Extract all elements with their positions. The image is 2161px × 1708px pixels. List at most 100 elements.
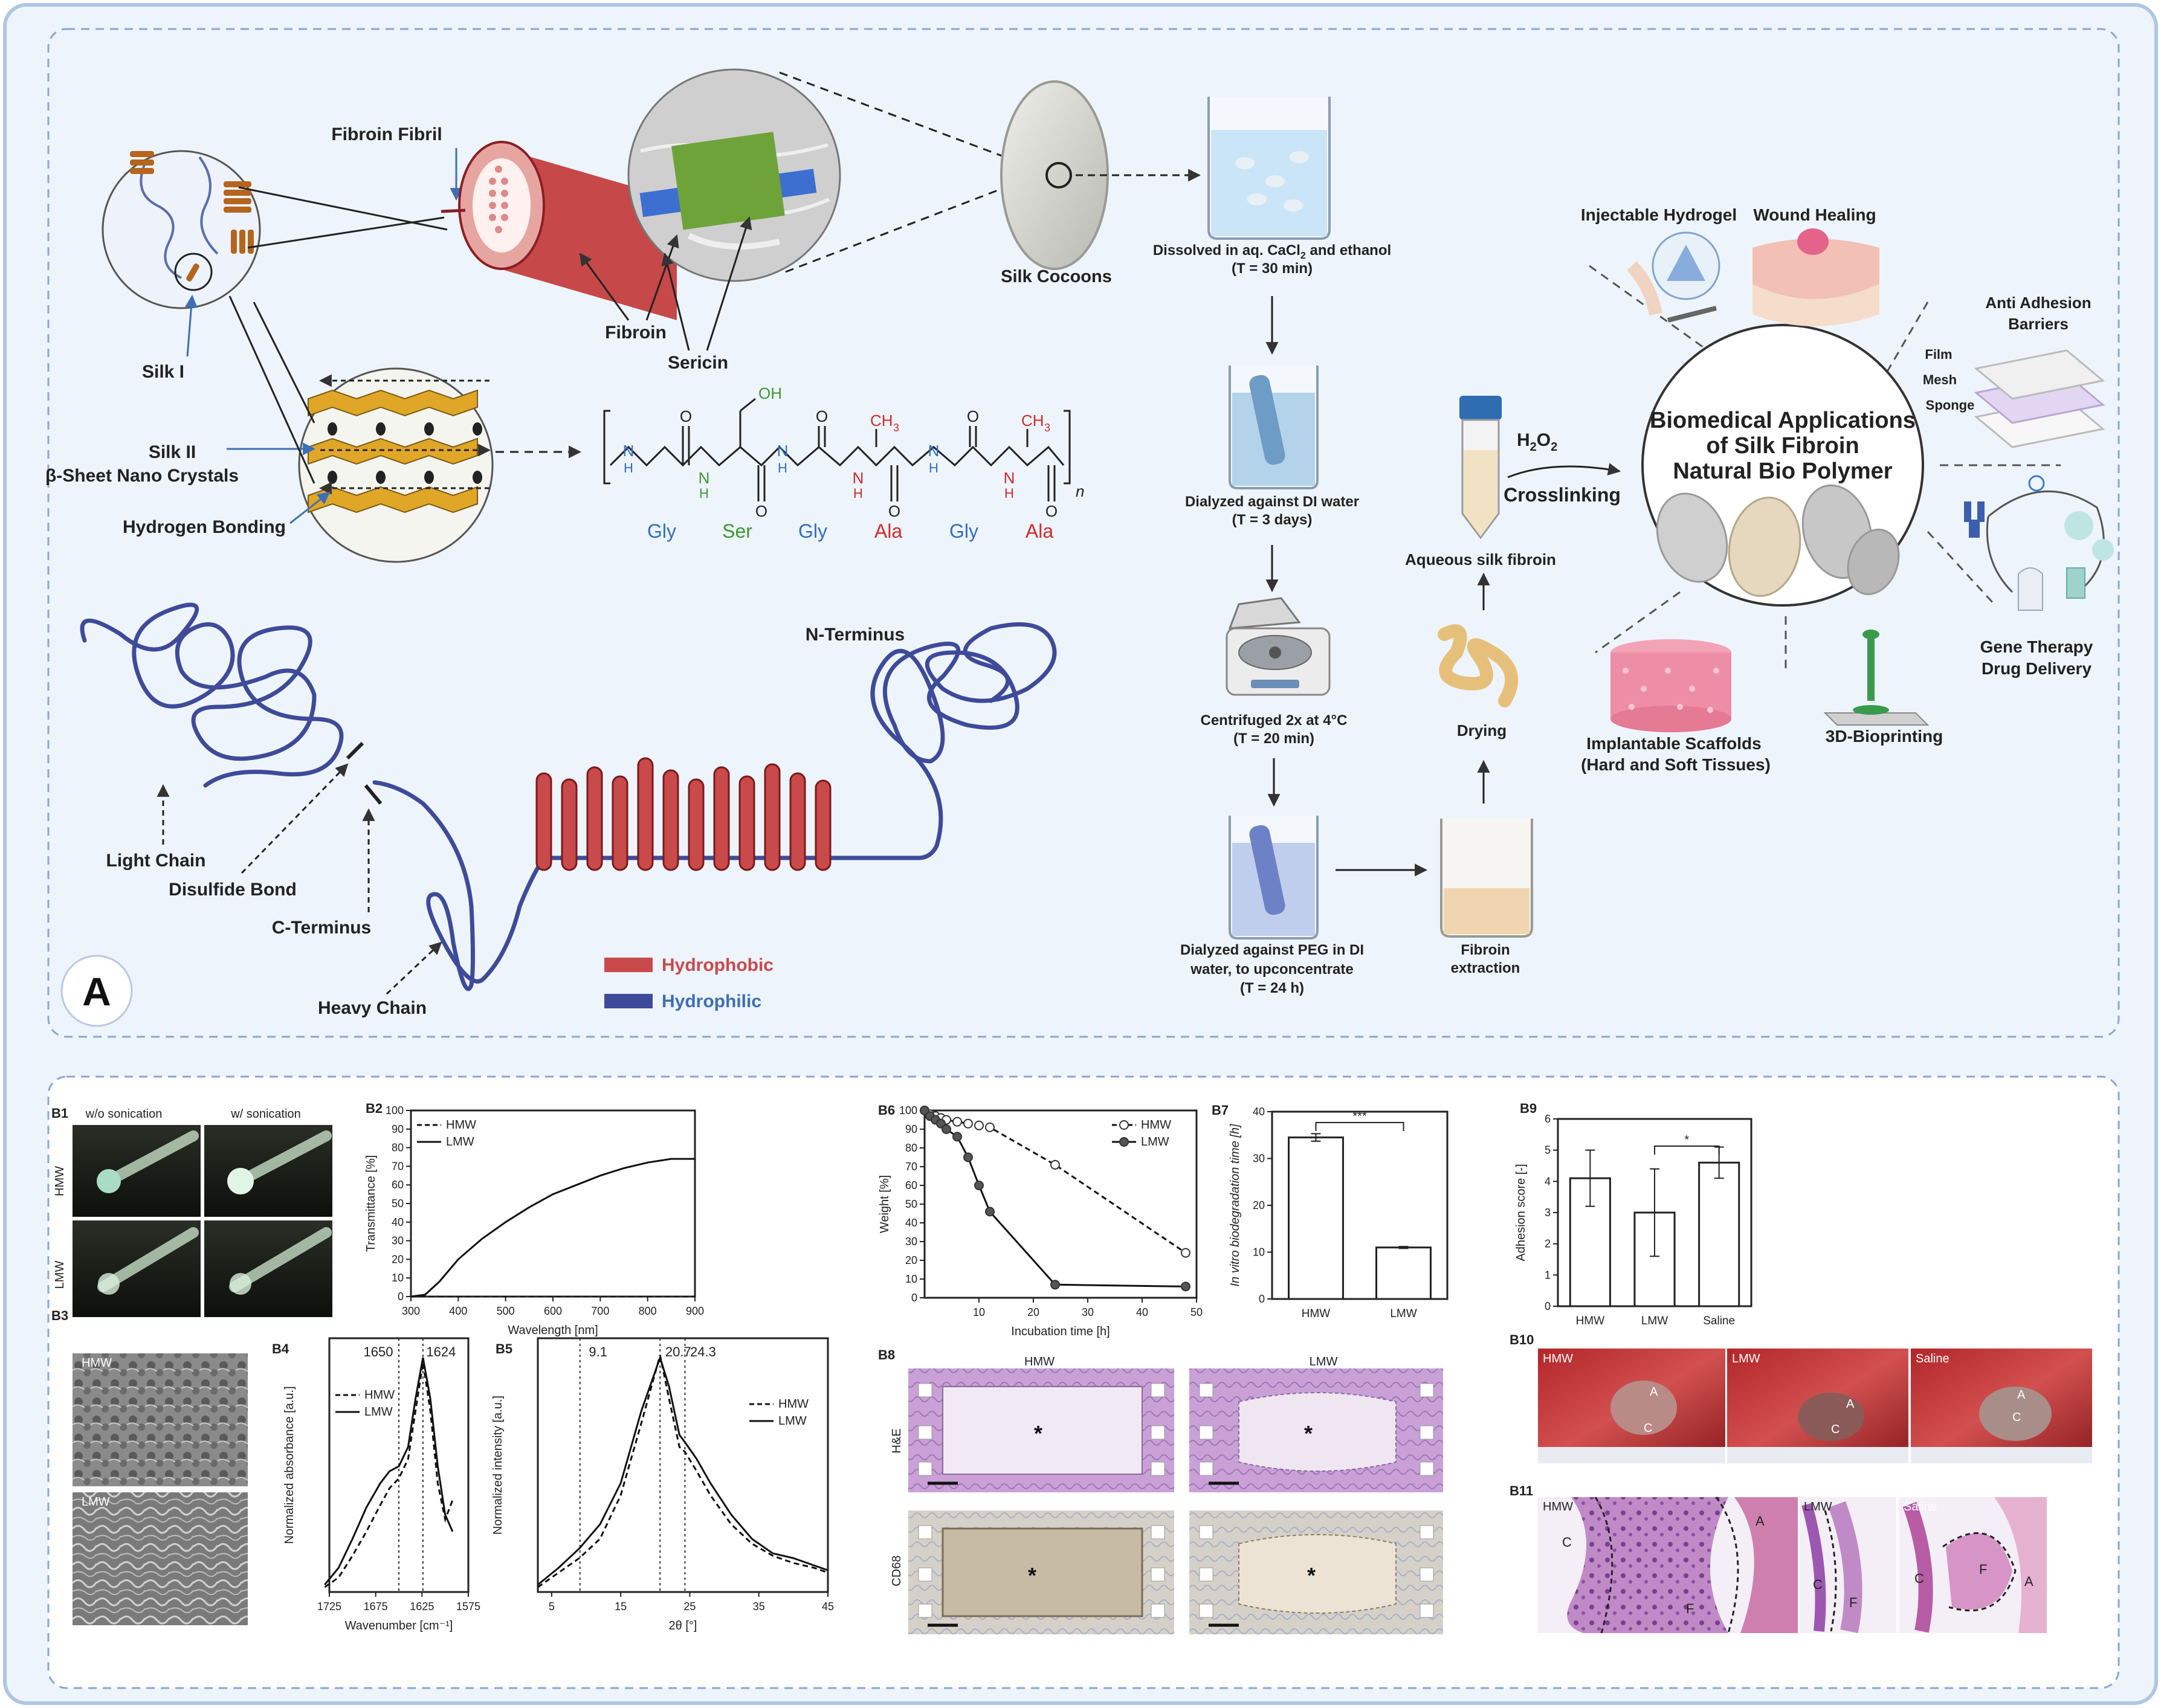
data-point-lmw — [985, 1207, 995, 1217]
y-tick-label: 0 — [1259, 1293, 1265, 1305]
x-tick-label: 50 — [1190, 1306, 1203, 1318]
b10-label: B10 — [1510, 1332, 1534, 1347]
b10-a1: A — [1650, 1385, 1658, 1399]
b10-c3: C — [2012, 1411, 2021, 1424]
b11-f3: F — [1979, 1562, 1987, 1577]
x-tick-label: 800 — [639, 1305, 657, 1317]
x-tick-label: 900 — [686, 1305, 704, 1317]
b1-row2: LMW — [53, 1261, 66, 1289]
residue-gly-2: Gly — [798, 520, 827, 542]
svg-text:O: O — [755, 502, 767, 520]
b3-sem-lmw — [73, 1492, 248, 1625]
step3-line1: Centrifuged 2x at 4°C — [1201, 712, 1348, 729]
svg-text:CH: CH — [870, 411, 893, 430]
b8-star-3: * — [1028, 1563, 1036, 1588]
y-tick-label: 70 — [905, 1161, 917, 1173]
legend-hydrophilic-swatch — [604, 994, 653, 1008]
panel-a: Silk I Fibroin Fibril Fibro — [45, 68, 2114, 1027]
cocoon-illustration — [1000, 80, 1109, 270]
hydrophobic-blocks — [535, 757, 832, 871]
svg-text:N: N — [777, 442, 789, 460]
y-tick-label: 3 — [1545, 1207, 1551, 1219]
c-terminus-label: C-Terminus — [272, 918, 371, 938]
y-tick-label: 40 — [905, 1217, 917, 1229]
bioprinter-icon — [1823, 630, 1930, 726]
residue-ala-3: Ala — [874, 520, 902, 542]
b1-col2: w/ sonication — [230, 1107, 301, 1121]
step2-line2: (T = 3 days) — [1232, 512, 1313, 528]
y-tick-label: 80 — [392, 1142, 404, 1154]
step5-line1: Fibroin — [1461, 942, 1510, 958]
svg-text:N: N — [928, 442, 940, 460]
b5-ylabel: Normalized intensity [a.u.] — [491, 1396, 505, 1535]
svg-text:3: 3 — [893, 422, 899, 434]
b10-a3: A — [2017, 1388, 2026, 1402]
step5-line2: extraction — [1451, 960, 1520, 976]
beaker-4 — [1229, 816, 1319, 939]
b11-a1: A — [1756, 1513, 1765, 1529]
series-lmw — [410, 1158, 695, 1298]
app-bioprint-label: 3D-Bioprinting — [1826, 727, 1943, 746]
dried-fibroin-icon — [1438, 624, 1519, 707]
b11-c2: C — [1813, 1577, 1823, 1592]
b10-c2: C — [1831, 1423, 1840, 1436]
series-lmw — [537, 1355, 829, 1586]
disulfide-bond-label: Disulfide Bond — [169, 880, 297, 900]
x-tick-label: 500 — [497, 1305, 515, 1317]
centrifuge — [1226, 597, 1331, 696]
center-line1: Biomedical Applications — [1650, 408, 1916, 433]
y-tick-label: 30 — [392, 1235, 404, 1247]
svg-text:O: O — [888, 502, 900, 520]
beta-sheet-label: β-Sheet Nano Crystals — [45, 466, 239, 486]
y-tick-label: 40 — [392, 1216, 404, 1228]
x-tick-label: 1675 — [364, 1600, 388, 1613]
legend-label-hmw: HMW — [446, 1118, 476, 1132]
silk-i-label: Silk I — [142, 362, 184, 382]
x-tick-label: 45 — [822, 1600, 834, 1613]
series-lmw — [324, 1357, 454, 1585]
residue-gly-0: Gly — [647, 520, 676, 542]
y-tick-label: 1 — [1545, 1269, 1551, 1281]
drying-label: Drying — [1457, 721, 1507, 740]
step1-line1: Dissolved in aq. CaCl2 and ethanol — [1153, 242, 1391, 261]
panel-b: B1 w/o sonication w/ sonication HMW LMW … — [51, 1101, 2092, 1634]
b2-label: B2 — [366, 1101, 383, 1116]
app-scaffold-line1: Implantable Scaffolds — [1586, 734, 1761, 753]
x-category-label: Saline — [1703, 1315, 1735, 1327]
x-tick-label: 700 — [591, 1305, 609, 1317]
x-tick-label: 40 — [1136, 1306, 1148, 1318]
b6-ylabel: Weight [%] — [878, 1175, 891, 1233]
b11-histology — [1538, 1497, 2047, 1634]
series-hmw — [537, 1355, 829, 1588]
svg-text:OH: OH — [758, 384, 782, 402]
center-line2: of Silk Fibroin — [1706, 433, 1859, 459]
y-tick-label: 50 — [905, 1198, 917, 1210]
x-tick-label: 30 — [1082, 1306, 1094, 1318]
y-tick-label: 0 — [1545, 1300, 1551, 1312]
y-tick-label: 60 — [905, 1179, 917, 1191]
bar-hmw — [1288, 1136, 1344, 1300]
svg-text:H: H — [929, 460, 938, 475]
legend-label-hmw: HMW — [778, 1397, 809, 1411]
data-point-lmw — [974, 1181, 984, 1190]
x-tick-label: 600 — [544, 1305, 562, 1317]
panel-a-letter: A — [82, 969, 111, 1014]
data-point-hmw — [1050, 1159, 1060, 1170]
b1-row1: HMW — [53, 1166, 66, 1196]
svg-text:H: H — [624, 460, 633, 475]
x-tick-label: 25 — [683, 1600, 696, 1613]
reference-line-label: 1650 — [364, 1344, 393, 1359]
b3-top-label: HMW — [82, 1356, 112, 1370]
app-gene-line2: Drug Delivery — [1982, 659, 2092, 678]
b8-histology — [908, 1368, 1443, 1634]
b11-p2: LMW — [1804, 1500, 1832, 1513]
peptide-structure: N H O N H OH O N H O N H CH 3 O N H O N … — [603, 384, 1084, 542]
svg-text:O: O — [680, 407, 692, 425]
data-point-hmw — [974, 1120, 984, 1130]
y-tick-label: 50 — [392, 1197, 404, 1210]
